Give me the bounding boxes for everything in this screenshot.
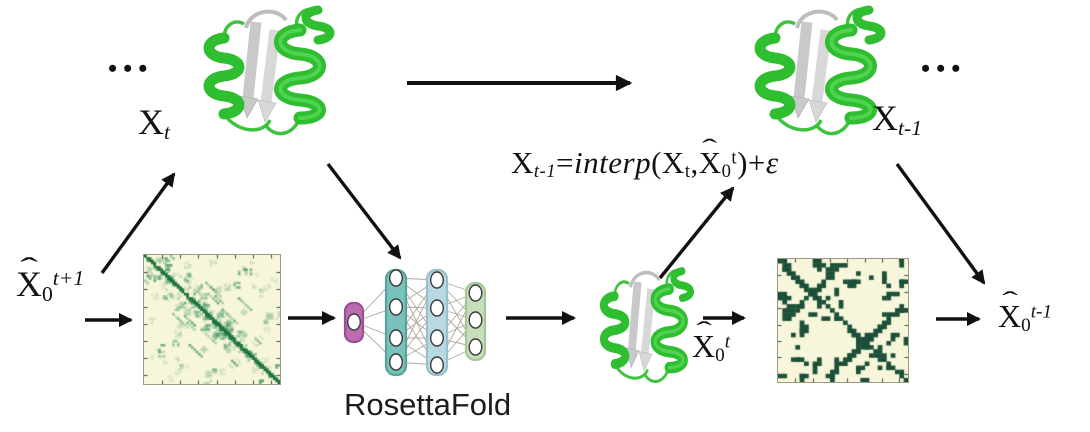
- nn-node: [389, 353, 404, 371]
- nn-node: [429, 271, 444, 289]
- label-rosettafold: RosettaFold: [344, 387, 512, 422]
- nn-layer2-block: [425, 268, 449, 377]
- nn-node: [389, 298, 404, 316]
- rosettafold-network: [343, 268, 487, 377]
- contact-map-predicted: [777, 258, 909, 383]
- hat-accent: ˆ: [1001, 288, 1018, 316]
- ellipsis-right: •••: [921, 54, 967, 83]
- hat-accent: ˆ: [702, 135, 719, 163]
- nn-connections: [353, 277, 476, 366]
- nn-node: [468, 338, 483, 356]
- nn-node: [429, 299, 444, 317]
- nn-nodes: [346, 269, 483, 374]
- arrow-xt-down-to-rosettafold: [326, 162, 402, 260]
- nn-node: [468, 284, 483, 302]
- protein-structure-xt: [180, 2, 340, 152]
- nn-node: [389, 329, 404, 347]
- protein-structure-xhat-t: [583, 264, 698, 398]
- nn-node: [346, 313, 362, 331]
- nn-node: [389, 269, 404, 287]
- nn-node: [429, 329, 444, 347]
- hat-accent: ˆ: [20, 252, 38, 284]
- arrow-xt-minus-1-down-to-xhat-tminus1: [895, 162, 986, 285]
- nn-node: [468, 311, 483, 329]
- ellipsis-left: •••: [108, 54, 154, 83]
- label-x-t: Xt: [138, 102, 170, 144]
- hat-accent: ˆ: [695, 318, 712, 346]
- contact-map-noisy: [143, 254, 281, 385]
- nn-node: [429, 356, 444, 374]
- protein-structure-xt-minus-1: [731, 2, 891, 152]
- label-x-t-minus-1: Xt-1: [872, 98, 922, 140]
